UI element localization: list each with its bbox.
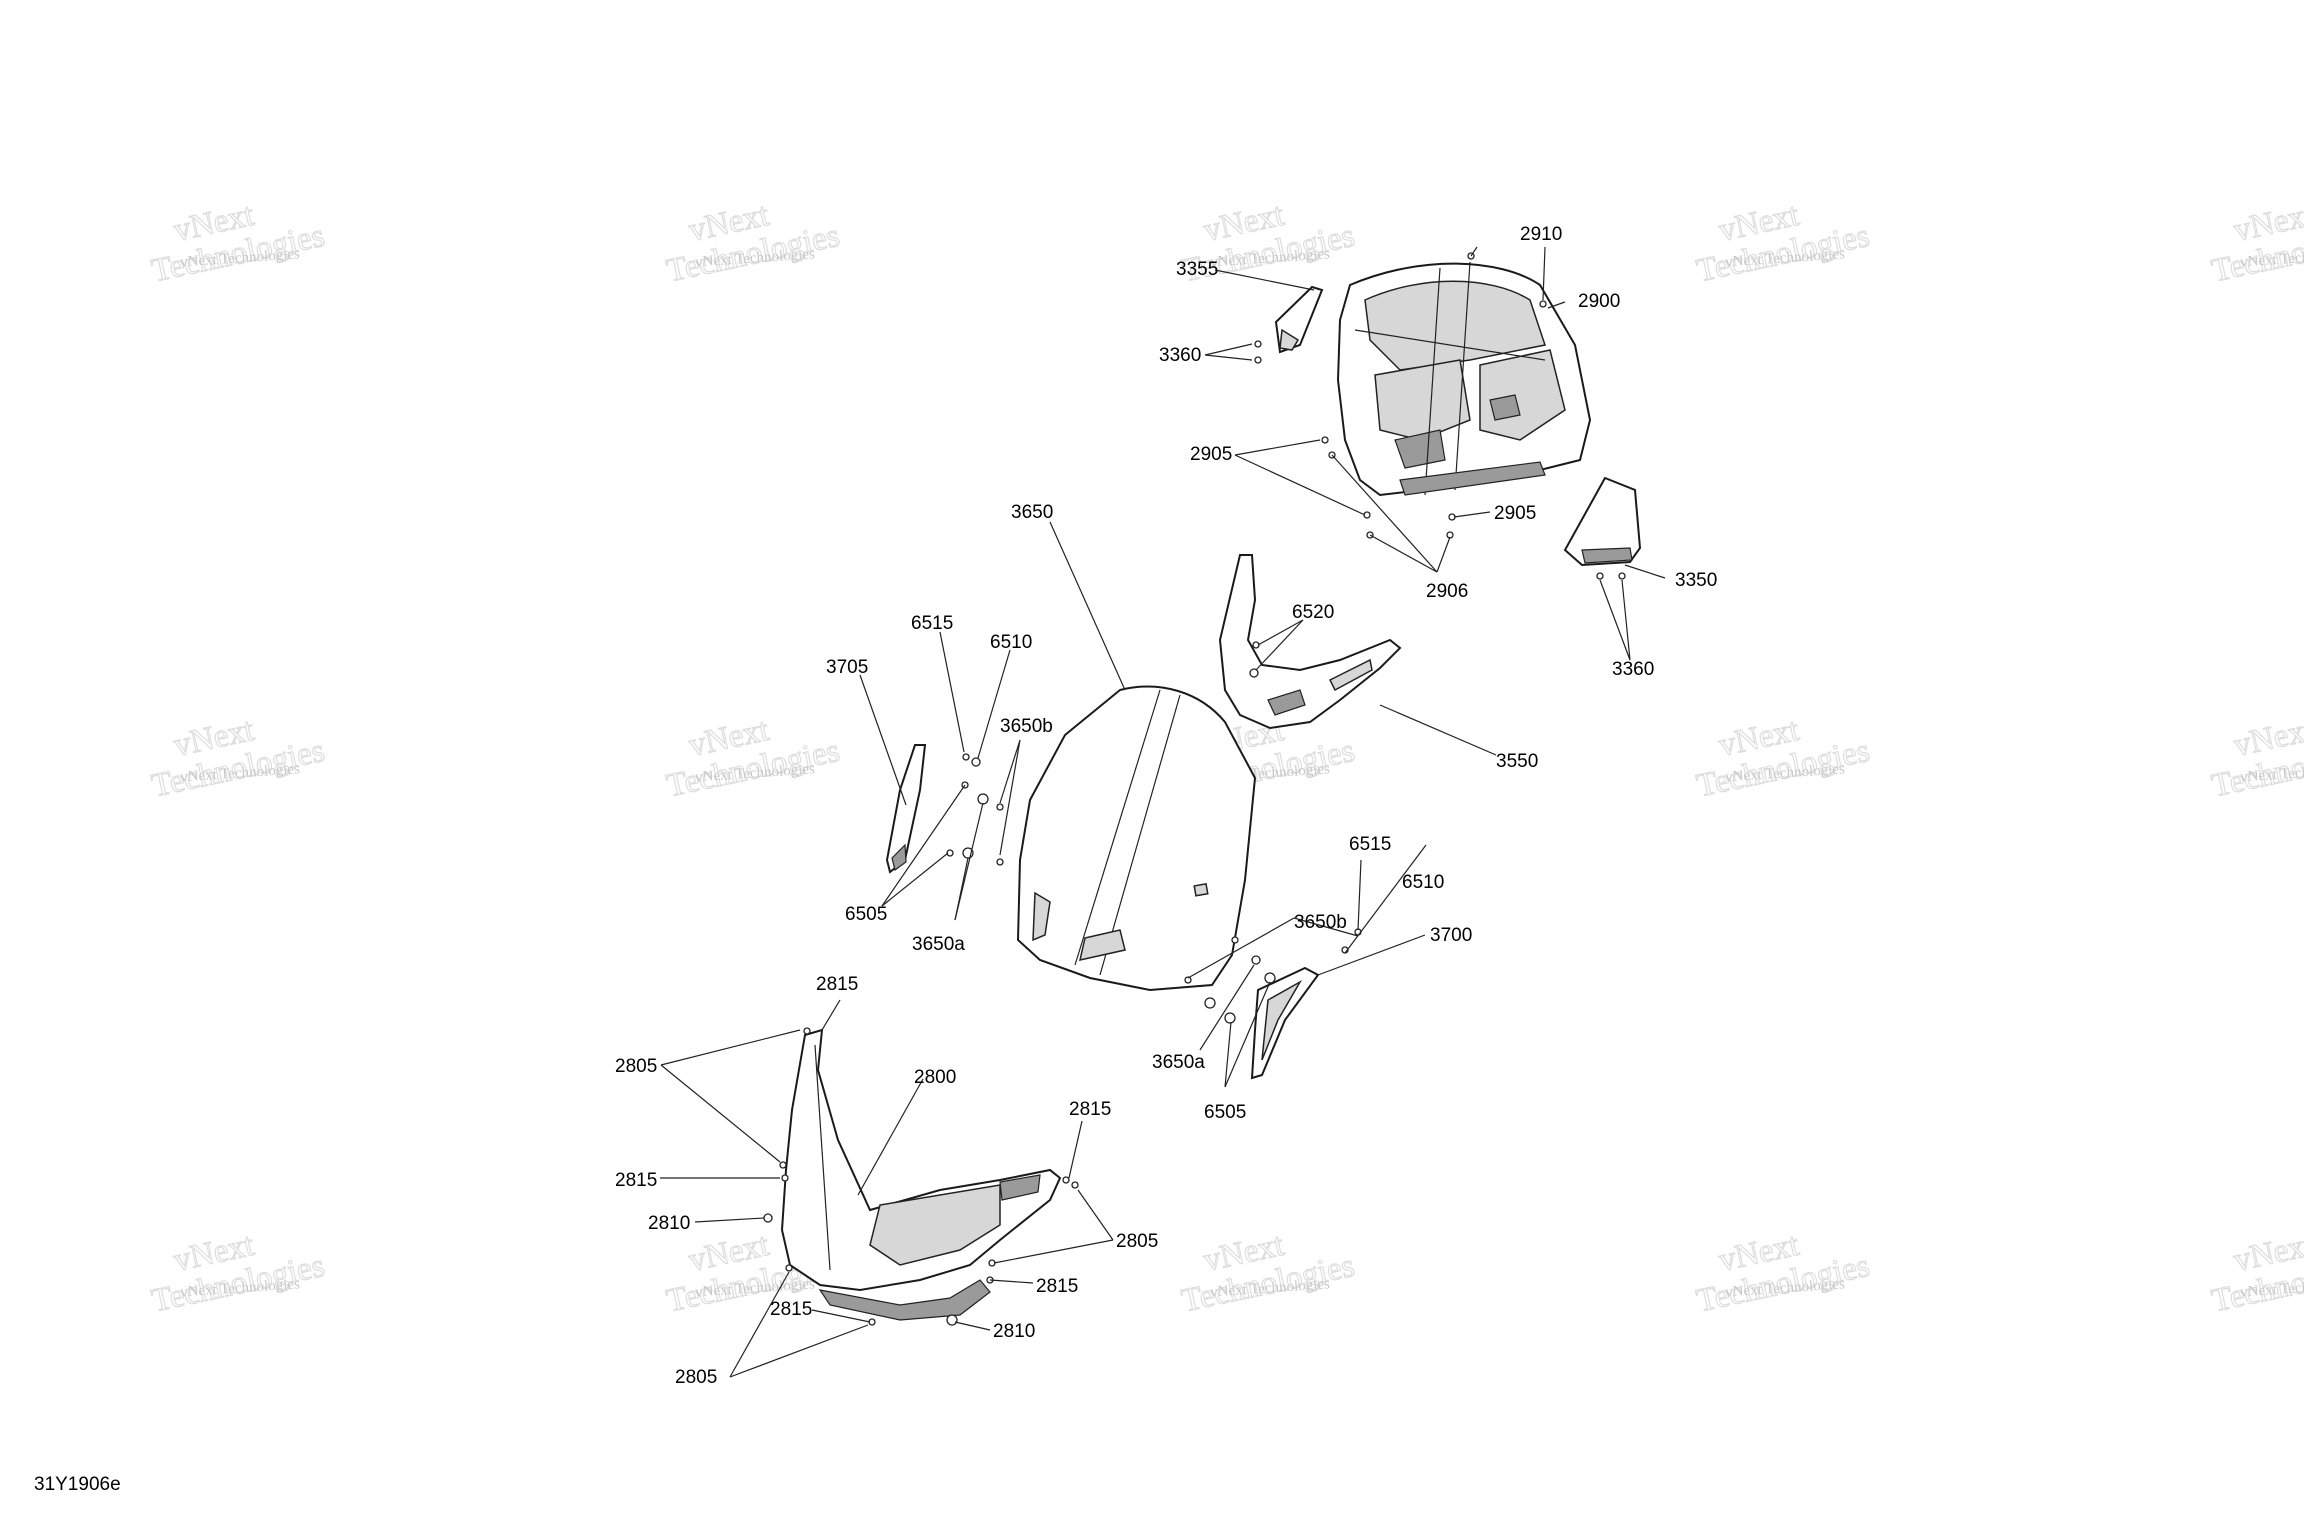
callout-labels: 2910 2900 3355 3360 2905 2905 2906 3350 … [615,224,1717,1388]
callout-6505: 6505 [1204,1102,1246,1123]
callout-6510: 6510 [990,632,1032,653]
callout-3350: 3350 [1675,570,1717,591]
part-3705-trim-strip [885,744,927,874]
callout-3650b: 3650b [1000,716,1053,737]
watermark: vNext Technologies vNext Technologies [1693,711,1873,805]
hardware-fasteners [763,252,1626,1326]
callout-2805: 2805 [615,1056,657,1077]
watermark: vNext Technologies vNext Technologies [148,1226,328,1320]
callout-2906: 2906 [1426,581,1468,602]
drawing-code-label: 31Y1906e [34,1474,121,1495]
callout-2805: 2805 [675,1367,717,1388]
callout-2810: 2810 [648,1213,690,1234]
callout-2905: 2905 [1190,444,1232,465]
callout-2815: 2815 [816,974,858,995]
part-2900-fairing-frame [1336,261,1592,497]
watermark: vNext Technologies vNext Technologies [1693,196,1873,290]
watermark: vNext Technologies vNext Technologies [2208,711,2304,805]
callout-2800: 2800 [914,1067,956,1088]
callout-3650: 3650 [1011,502,1053,523]
callout-6510: 6510 [1402,872,1444,893]
callout-2815: 2815 [1069,1099,1111,1120]
part-3700-trim-panel [1250,966,1320,1080]
callout-2815: 2815 [1036,1276,1078,1297]
watermark: vNext Technologies vNext Technologies [148,196,328,290]
watermark: vNext Technologies vNext Technologies [2208,196,2304,290]
callout-6515: 6515 [911,613,953,634]
callout-3705: 3705 [826,657,868,678]
callout-3650a: 3650a [912,934,965,955]
part-3355-side-panel [1274,285,1324,354]
callout-3360: 3360 [1159,345,1201,366]
callout-2905: 2905 [1494,503,1536,524]
watermark: vNext Technologies vNext Technologies [663,196,843,290]
part-3550-bracket [1218,554,1402,730]
watermark: vNext Technologies vNext Technologies [1693,1226,1873,1320]
callout-3355: 3355 [1176,259,1218,280]
leader-lines [660,246,1666,1378]
callout-2900: 2900 [1578,291,1620,312]
callout-2910: 2910 [1520,224,1562,245]
part-3350-side-panel [1563,476,1642,567]
watermark: vNext Technologies vNext Technologies [2208,1226,2304,1320]
callout-3650b: 3650b [1294,912,1347,933]
callout-2810: 2810 [993,1321,1035,1342]
callout-2815: 2815 [615,1170,657,1191]
callout-2805: 2805 [1116,1231,1158,1252]
callout-6515: 6515 [1349,834,1391,855]
watermark: vNext Technologies vNext Technologies [148,711,328,805]
callout-6505: 6505 [845,904,887,925]
watermark: vNext Technologies vNext Technologies [663,711,843,805]
callout-6520: 6520 [1292,602,1334,623]
watermark: vNext Technologies vNext Technologies [1178,1226,1358,1320]
part-2800-nose-cone [780,1028,1062,1321]
callout-2815: 2815 [770,1299,812,1320]
part-3650-windshield [1016,685,1257,992]
callout-3650a: 3650a [1152,1052,1205,1073]
callout-3550: 3550 [1496,751,1538,772]
callout-3360: 3360 [1612,659,1654,680]
callout-3700: 3700 [1430,925,1472,946]
